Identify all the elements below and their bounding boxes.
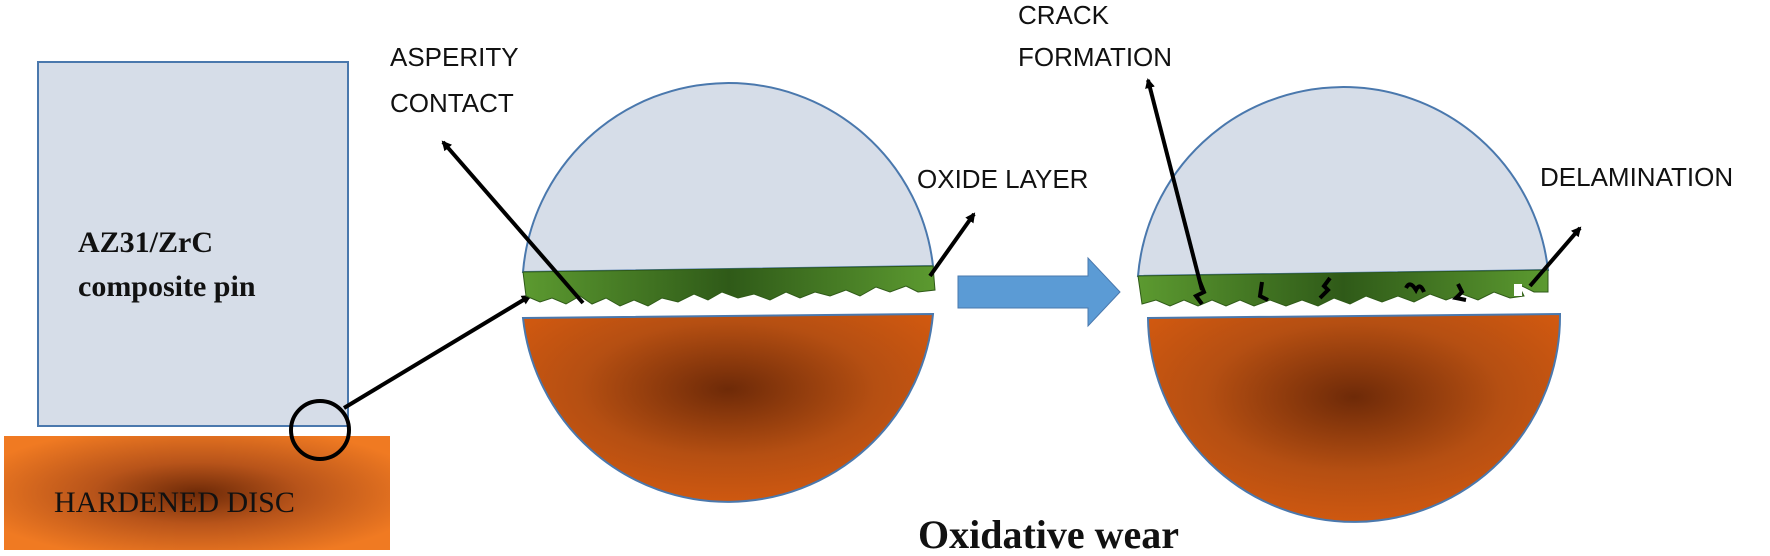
pin-label-line2: composite pin	[78, 270, 256, 303]
oxide-layer-1	[522, 265, 936, 307]
contact-zoom-circle	[289, 399, 351, 461]
crack-label-line2: FORMATION	[1018, 42, 1172, 72]
disc-label: HARDENED DISC	[54, 486, 295, 519]
asperity-label-line2: CONTACT	[390, 88, 514, 118]
caption: Oxidative wear	[918, 512, 1179, 556]
crack-2	[1257, 281, 1269, 302]
hardened-disc	[4, 436, 390, 550]
zoomed-contact-2	[1136, 86, 1562, 523]
delamination-gap	[1514, 284, 1522, 296]
pin-label-line1: AZ31/ZrC	[78, 226, 213, 259]
process-arrow	[957, 256, 1121, 328]
disc-section-bottom-2	[1146, 312, 1562, 523]
composite-pin	[37, 61, 349, 427]
disc-section-bottom	[521, 312, 935, 503]
crack-4	[1404, 282, 1426, 295]
delamination-label: DELAMINATION	[1540, 162, 1733, 192]
crack-5	[1451, 283, 1467, 302]
oxide-layer-arrow	[928, 212, 976, 278]
crack-label-line1: CRACK	[1018, 0, 1110, 30]
pin-section-top-2	[1136, 86, 1550, 278]
zoom-connector-line	[342, 294, 532, 410]
crack-3	[1318, 276, 1332, 300]
asperity-label-line1: ASPERITY	[390, 42, 519, 72]
asperity-arrow	[441, 140, 585, 305]
pin-section-top	[521, 82, 935, 274]
zoomed-contact-1	[521, 82, 936, 503]
oxide-layer-label: OXIDE LAYER	[917, 164, 1088, 194]
delamination-arrow	[1528, 226, 1582, 288]
crack-formation-arrow	[1145, 78, 1204, 291]
